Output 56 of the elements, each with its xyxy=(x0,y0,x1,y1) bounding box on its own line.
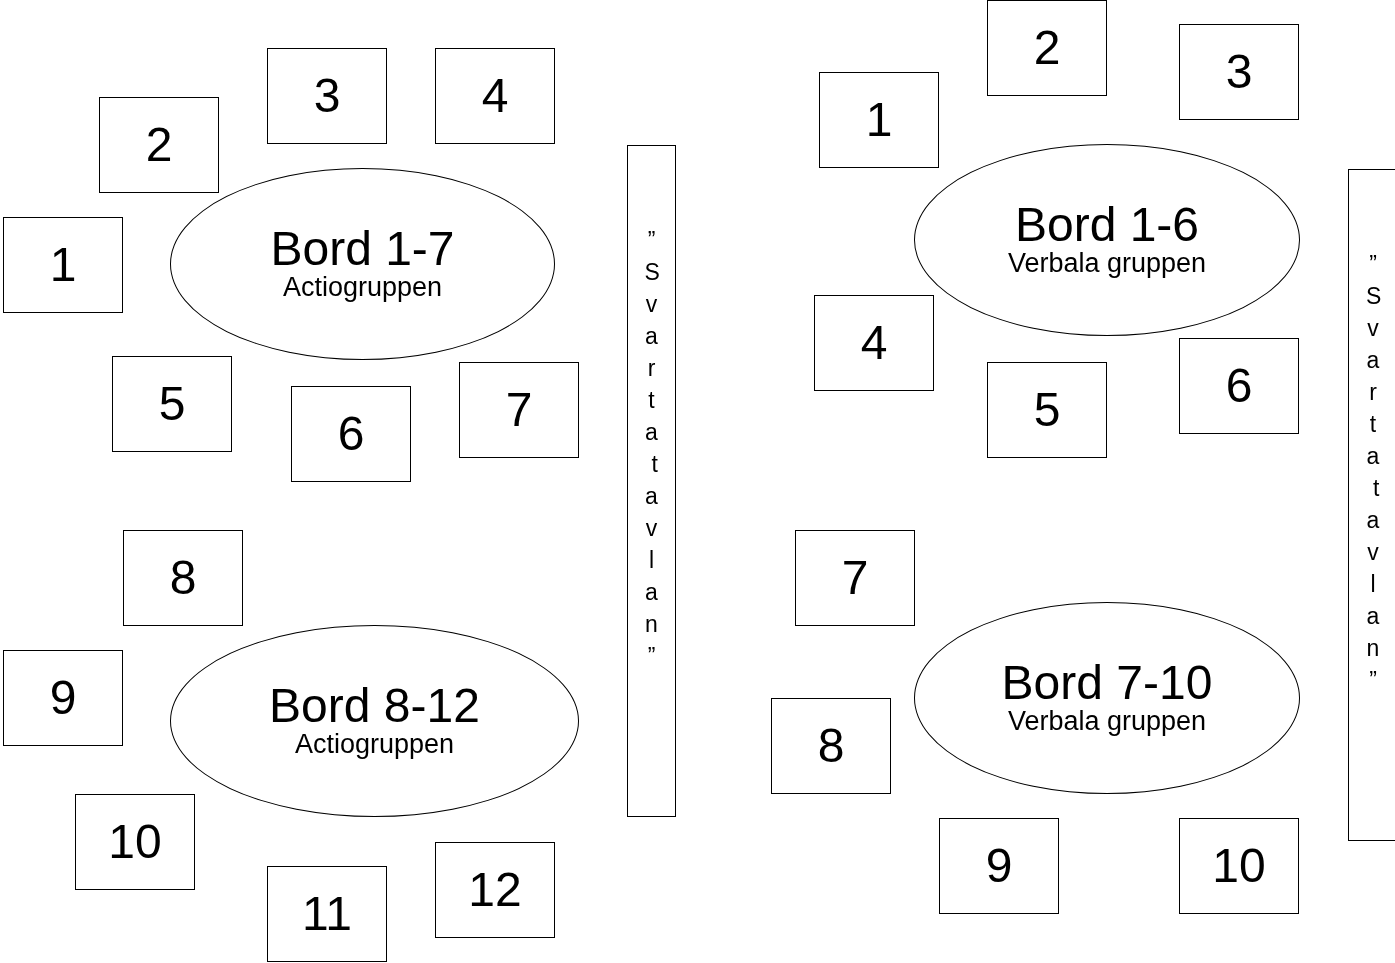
seat-box xyxy=(435,842,555,938)
table-label: Bord 8-12 xyxy=(269,682,480,731)
seat-number: 8 xyxy=(817,722,845,770)
seat-number: 9 xyxy=(985,842,1013,890)
seat-box xyxy=(819,72,939,168)
seat-box xyxy=(112,356,232,452)
seat-number: 7 xyxy=(841,554,869,602)
seat-number: 2 xyxy=(1033,24,1061,72)
seat-number: 10 xyxy=(108,818,162,866)
seat-box xyxy=(1179,818,1299,914)
seat-number: 6 xyxy=(1225,362,1253,410)
seat-number: 7 xyxy=(505,386,533,434)
seat-box xyxy=(99,97,219,193)
seat-box xyxy=(267,866,387,962)
seat-number: 1 xyxy=(865,96,893,144)
seat-box xyxy=(987,0,1107,96)
blackboard-label: ”Svarta tavlan” xyxy=(1366,250,1380,695)
seat-box xyxy=(814,295,934,391)
seat-box xyxy=(459,362,579,458)
group-label: Verbala gruppen xyxy=(1007,249,1207,279)
seat-box xyxy=(795,530,915,626)
seat-number: 5 xyxy=(1033,386,1061,434)
seat-box xyxy=(3,650,123,746)
group-label: Verbala gruppen xyxy=(1007,707,1207,737)
table-label: Bord 1-7 xyxy=(270,225,455,274)
seat-box xyxy=(123,530,243,626)
table-label: Bord 7-10 xyxy=(1001,659,1213,708)
group-label: Actiogruppen xyxy=(282,273,443,303)
table-label: Bord 1-6 xyxy=(1014,201,1200,250)
seat-number: 11 xyxy=(302,890,352,938)
seat-box xyxy=(267,48,387,144)
seat-number: 4 xyxy=(481,72,509,120)
blackboard xyxy=(1348,169,1395,841)
seat-number: 4 xyxy=(860,319,888,367)
seat-number: 10 xyxy=(1212,842,1266,890)
seat-box xyxy=(291,386,411,482)
blackboard xyxy=(627,145,676,817)
seat-number: 9 xyxy=(49,674,77,722)
group-label: Actiogruppen xyxy=(294,730,455,760)
seat-number: 3 xyxy=(1225,48,1253,96)
seat-number: 5 xyxy=(158,380,186,428)
seat-box xyxy=(1179,338,1299,434)
seat-number: 2 xyxy=(145,121,173,169)
seat-box xyxy=(75,794,195,890)
seat-box xyxy=(3,217,123,313)
seat-box xyxy=(939,818,1059,914)
seat-box xyxy=(987,362,1107,458)
seat-number: 3 xyxy=(313,72,341,120)
seat-box xyxy=(771,698,891,794)
seat-number: 8 xyxy=(169,554,197,602)
seat-number: 1 xyxy=(49,241,77,289)
seat-number: 12 xyxy=(468,866,522,914)
seat-box xyxy=(1179,24,1299,120)
seat-number: 6 xyxy=(337,410,365,458)
blackboard-label: ”Svarta tavlan” xyxy=(644,226,659,671)
seat-box xyxy=(435,48,555,144)
